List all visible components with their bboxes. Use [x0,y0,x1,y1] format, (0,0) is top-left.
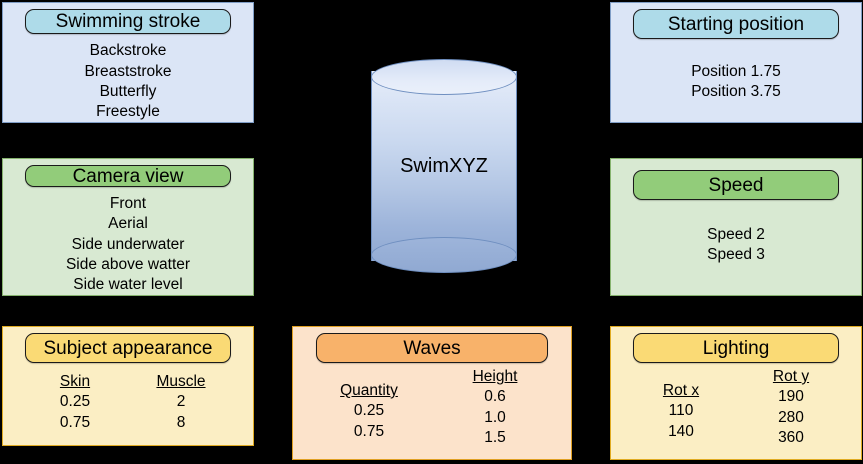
list-item: Position 3.75 [691,83,781,101]
list-item: Side above watter [65,255,191,273]
table-column-quantity: Quantity 0.25 0.75 [306,367,432,442]
table-cell: 2 [176,393,186,411]
panel-subject-appearance: Subject appearance Skin 0.25 0.75 Muscle… [2,326,254,446]
list-item: Speed 3 [707,246,765,264]
panel-title-starting-position: Starting position [633,9,839,39]
panel-title-lighting: Lighting [633,333,839,363]
panel-camera-view: Camera view Front Aerial Side underwater… [2,158,254,296]
table-column-muscle: Muscle 2 8 [128,372,234,433]
list-item: Side underwater [71,235,185,253]
table-column-rot-x: Rot x 110 140 [626,367,736,442]
table-cell: 8 [176,413,186,431]
panel-table-subject-appearance: Skin 0.25 0.75 Muscle 2 8 [3,372,253,433]
panel-waves: Waves Quantity 0.25 0.75 Height 0.6 1.0 … [292,326,572,460]
panel-title-speed: Speed [633,170,839,200]
list-item: Backstroke [89,42,167,60]
cylinder-label: SwimXYZ [400,155,488,177]
list-item: Front [109,195,147,213]
panel-table-waves: Quantity 0.25 0.75 Height 0.6 1.0 1.5 [293,367,571,449]
list-item: Position 1.75 [691,63,781,80]
database-cylinder-icon: SwimXYZ [371,59,517,273]
column-header: Rot x [662,382,700,399]
panel-title-waves: Waves [316,333,548,363]
column-header: Rot y [772,368,810,385]
table-cell: 140 [668,422,694,440]
table-cell: 190 [778,388,804,406]
table-cell: 0.75 [353,422,385,440]
panel-table-lighting: Rot x 110 140 Rot y 190 280 360 [611,367,861,449]
cylinder-bottom-ellipse [371,237,517,273]
column-header: Quantity [340,382,398,399]
panel-title-swimming-stroke: Swimming stroke [25,9,231,35]
panel-body-swimming-stroke: Backstroke Breaststroke Butterfly Freest… [3,41,253,122]
column-header: Muscle [156,373,206,390]
list-item: Side water level [73,275,183,293]
table-cell: 1.0 [484,408,506,426]
list-item: Breaststroke [84,62,172,80]
list-item: Butterfly [99,82,157,100]
table-column-height: Height 0.6 1.0 1.5 [432,367,558,449]
list-item: Aerial [108,215,148,233]
panel-body-starting-position: Position 1.75 Position 3.75 [611,62,861,102]
table-cell: 1.5 [484,429,506,447]
table-cell: 0.25 [353,402,385,420]
table-cell: 110 [668,402,694,420]
table-cell: 360 [778,429,804,447]
table-cell: 280 [778,408,804,426]
cylinder-body [371,71,517,261]
panel-swimming-stroke: Swimming stroke Backstroke Breaststroke … [2,2,254,123]
table-cell: 0.6 [484,388,506,406]
cylinder-top-ellipse [371,59,517,95]
panel-speed: Speed Speed 2 Speed 3 [610,158,862,296]
panel-body-speed: Speed 2 Speed 3 [611,225,861,265]
panel-lighting: Lighting Rot x 110 140 Rot y 190 280 360 [610,326,862,460]
column-header: Skin [59,373,91,390]
panel-starting-position: Starting position Position 1.75 Position… [610,2,862,123]
table-column-rot-y: Rot y 190 280 360 [736,367,846,449]
list-item: Freestyle [96,102,160,120]
table-cell: 0.25 [59,393,91,411]
table-column-skin: Skin 0.25 0.75 [22,372,128,433]
list-item: Speed 2 [707,226,765,243]
panel-title-camera-view: Camera view [25,165,231,188]
column-header: Height [472,368,518,385]
table-cell: 0.75 [59,413,91,431]
panel-body-camera-view: Front Aerial Side underwater Side above … [3,194,253,295]
panel-title-subject-appearance: Subject appearance [25,333,231,363]
